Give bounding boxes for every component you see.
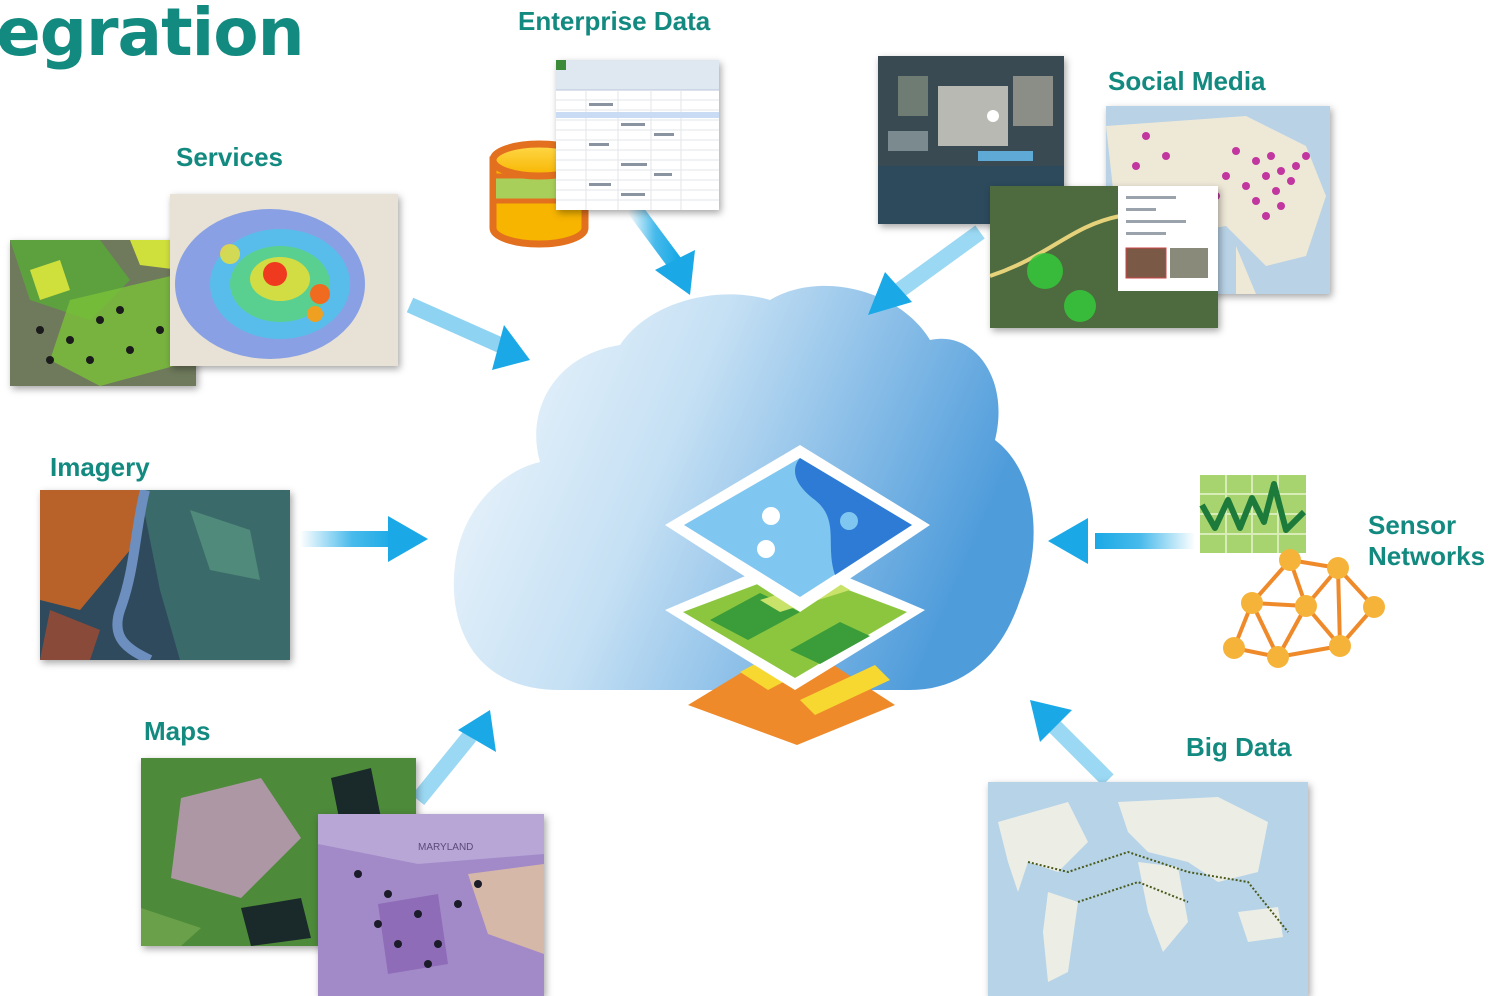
arrow-maps bbox=[411, 710, 496, 806]
label-imagery: Imagery bbox=[50, 452, 150, 482]
arrow-services bbox=[406, 297, 530, 370]
arrow-imagery bbox=[300, 516, 428, 562]
label-sensor-line2: Networks bbox=[1368, 541, 1486, 572]
label-social-media: Social Media bbox=[1108, 66, 1266, 96]
services-radar-map-image bbox=[10, 240, 196, 386]
bigdata-world-map-image bbox=[988, 782, 1308, 996]
label-services: Services bbox=[176, 142, 283, 172]
arrow-social bbox=[868, 225, 985, 315]
enterprise-spreadsheet-image bbox=[556, 60, 719, 210]
services-heatmap-image bbox=[170, 194, 398, 366]
label-sensor-line1: Sensor bbox=[1368, 510, 1457, 540]
social-popup-map-image bbox=[990, 186, 1218, 328]
arrow-enterprise bbox=[621, 195, 695, 295]
maps-maryland-image: MARYLAND bbox=[318, 814, 544, 996]
page-title: egration bbox=[0, 0, 305, 71]
label-big-data: Big Data bbox=[1186, 732, 1292, 762]
imagery-satellite-image bbox=[40, 490, 290, 660]
label-sensor-networks: Sensor Networks bbox=[1368, 510, 1485, 572]
arrow-bigdata bbox=[1030, 700, 1114, 786]
sensor-chart-icon bbox=[1199, 475, 1307, 553]
maps-satellite-image bbox=[141, 758, 416, 946]
maps-maryland-label: MARYLAND bbox=[418, 842, 474, 853]
label-maps: Maps bbox=[144, 716, 211, 746]
arrow-sensor bbox=[1048, 518, 1195, 564]
layers-icon bbox=[665, 445, 930, 745]
label-enterprise-data: Enterprise Data bbox=[518, 6, 711, 36]
network-nodes bbox=[1223, 549, 1385, 668]
